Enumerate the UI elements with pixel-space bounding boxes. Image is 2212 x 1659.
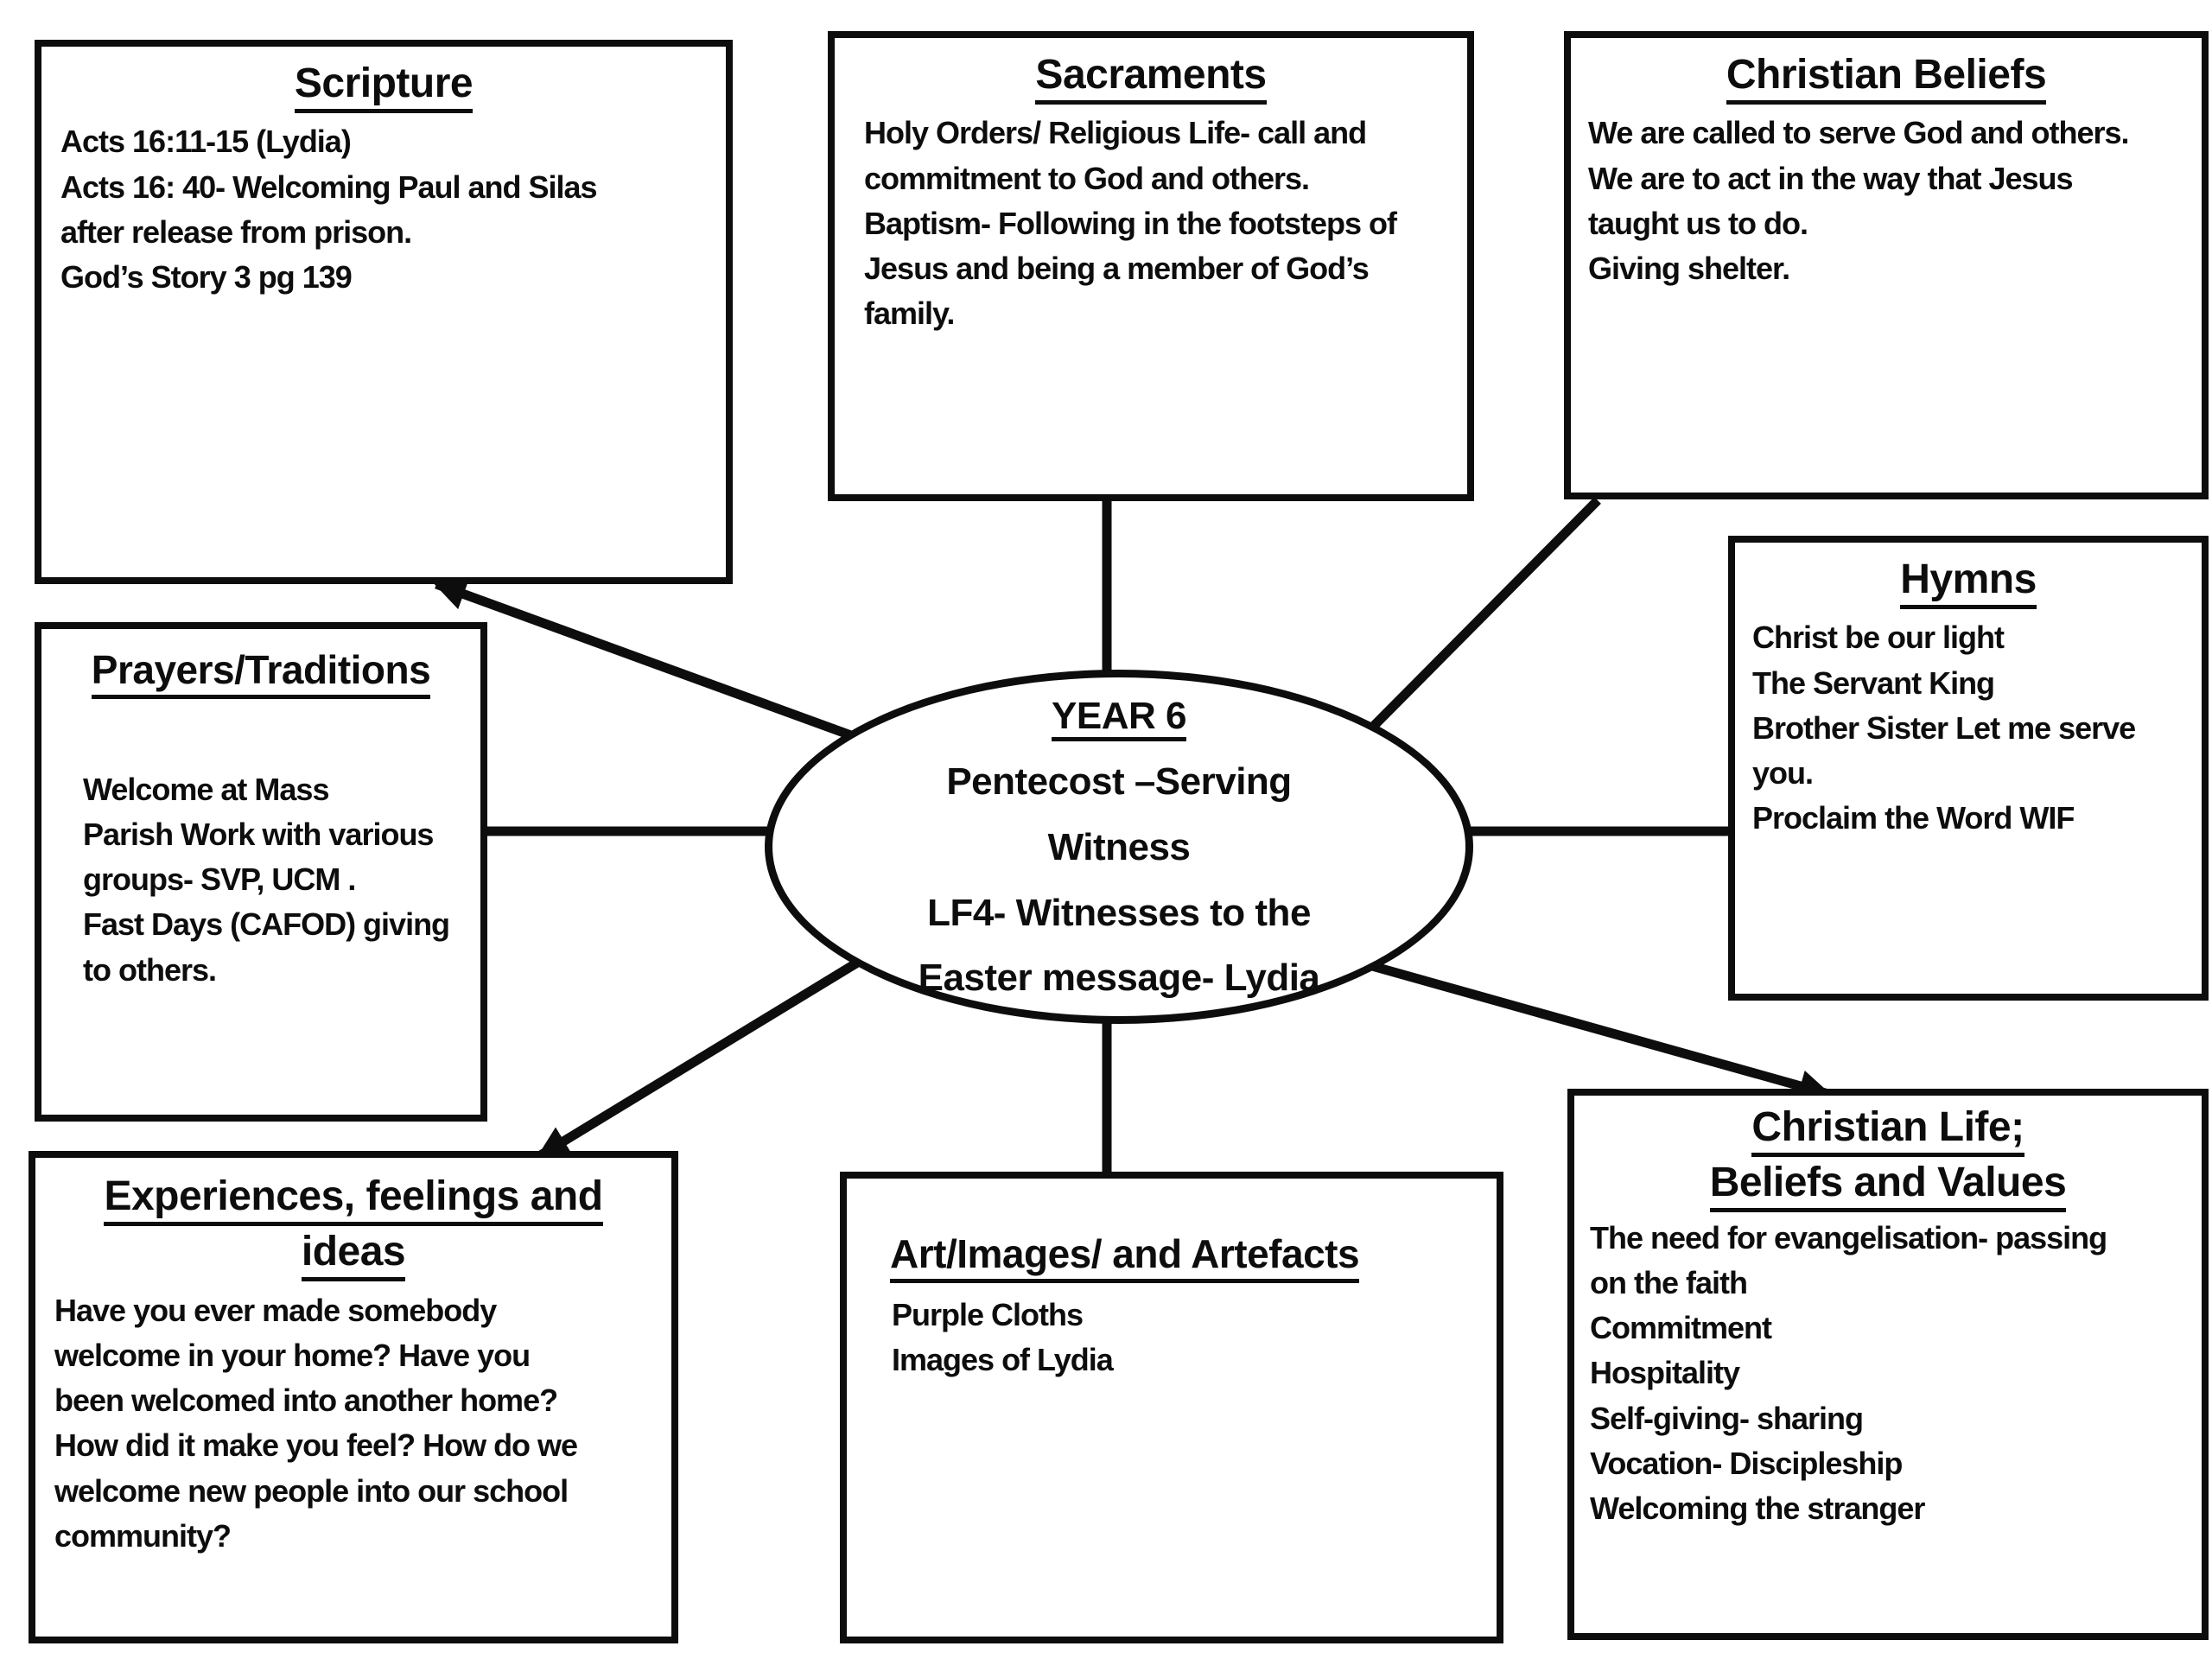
connector-experiences [536, 948, 877, 1160]
christian-beliefs-title: Christian Beliefs [1571, 48, 2202, 105]
connector-scripture [433, 578, 879, 750]
text-line: We are to act in the way that Jesus [1588, 160, 2074, 196]
text-line: family. [864, 296, 955, 332]
text-line: Self-giving- sharing [1590, 1400, 1864, 1436]
text-line: Welcoming the stranger [1590, 1490, 1925, 1526]
text-line: been welcomed into another home? [54, 1382, 558, 1419]
christian-life-title-line1: Christian Life; [1574, 1101, 2202, 1157]
text-line: Parish Work with various [83, 816, 434, 852]
text-line: welcome in your home? Have you [54, 1337, 531, 1373]
prayers-traditions-title: Prayers/Traditions [41, 645, 480, 699]
text-line: taught us to do. [1588, 205, 1808, 241]
text-line: Easter message- Lydia [918, 957, 1320, 1000]
text-line: Christ be our light [1752, 620, 2005, 656]
text-line: The need for evangelisation- passing [1590, 1219, 2107, 1255]
text-line: to others. [83, 951, 217, 988]
connector-christian-life [1370, 961, 1832, 1102]
text-line: Witness [1047, 825, 1191, 868]
text-line: Acts 16: 40- Welcoming Paul and Silas [60, 168, 598, 205]
text-line: on the faith [1590, 1264, 1748, 1300]
text-line: groups- SVP, UCM . [83, 861, 356, 898]
text-line: after release from prison. [60, 213, 412, 250]
scripture-body: Acts 16:11-15 (Lydia) Acts 16: 40- Welcom… [41, 111, 726, 300]
text-line: you. [1752, 754, 1814, 791]
text-line: Hospitality [1590, 1355, 1740, 1391]
experiences-title-line2: ideas [35, 1225, 671, 1282]
christian-beliefs-box: Christian Beliefs We are called to serve… [1564, 31, 2209, 499]
text-line: Giving shelter. [1588, 250, 1790, 286]
experiences-feelings-ideas-box: Experiences, feelings and ideas Have you… [29, 1151, 678, 1643]
text-line: Brother Sister Let me serve [1752, 709, 2136, 746]
hymns-title: Hymns [1735, 553, 2202, 609]
text-line: welcome new people into our school [54, 1472, 569, 1509]
text-line: How did it make you feel? How do we [54, 1427, 578, 1464]
art-images-title: Art/Images/ and Artefacts [847, 1179, 1497, 1283]
text-line: Holy Orders/ Religious Life- call and [864, 115, 1367, 151]
text-line: Welcome at Mass [83, 771, 329, 807]
sacraments-box: Sacraments Holy Orders/ Religious Life- … [828, 31, 1474, 501]
text-line: Purple Cloths [892, 1296, 1084, 1332]
text-line: Pentecost –Serving [946, 760, 1292, 804]
text-line: We are called to serve God and others. [1588, 115, 2130, 151]
scripture-title: Scripture [41, 57, 726, 113]
scripture-box: Scripture Acts 16:11-15 (Lydia) Acts 16: … [35, 40, 733, 584]
text-line: God’s Story 3 pg 139 [60, 258, 353, 295]
christian-life-title-line2: Beliefs and Values [1574, 1156, 2202, 1213]
text-line: commitment to God and others. [864, 160, 1310, 196]
sacraments-title: Sacraments [835, 48, 1467, 105]
text-line: Jesus and being a member of God’s [864, 250, 1370, 286]
text-line: Have you ever made somebody [54, 1292, 497, 1328]
text-line: Images of Lydia [892, 1341, 1114, 1377]
text-line: Commitment [1590, 1310, 1772, 1346]
sacraments-body: Holy Orders/ Religious Life- call and com… [835, 102, 1467, 336]
text-line: Vocation- Discipleship [1590, 1445, 1903, 1481]
center-title: YEAR 6 [1052, 683, 1186, 749]
text-line: LF4- Witnesses to the [927, 891, 1311, 934]
text-line: Fast Days (CAFOD) giving [83, 906, 450, 943]
text-line: Acts 16:11-15 (Lydia) [60, 124, 352, 160]
connector-christian-beliefs [1369, 497, 1601, 731]
text-line: Baptism- Following in the footsteps of [864, 205, 1397, 241]
experiences-body: Have you ever made somebody welcome in yo… [35, 1280, 671, 1559]
christian-beliefs-body: We are called to serve God and others. We… [1571, 102, 2202, 291]
christian-life-beliefs-values-box: Christian Life; Beliefs and Values The n… [1567, 1089, 2209, 1640]
experiences-title-line1: Experiences, feelings and [35, 1170, 671, 1226]
text-line: Proclaim the Word WIF [1752, 800, 2075, 836]
text-line: community? [54, 1517, 232, 1554]
christian-life-body: The need for evangelisation- passing on t… [1574, 1211, 2202, 1531]
text-line: The Servant King [1752, 664, 1995, 701]
